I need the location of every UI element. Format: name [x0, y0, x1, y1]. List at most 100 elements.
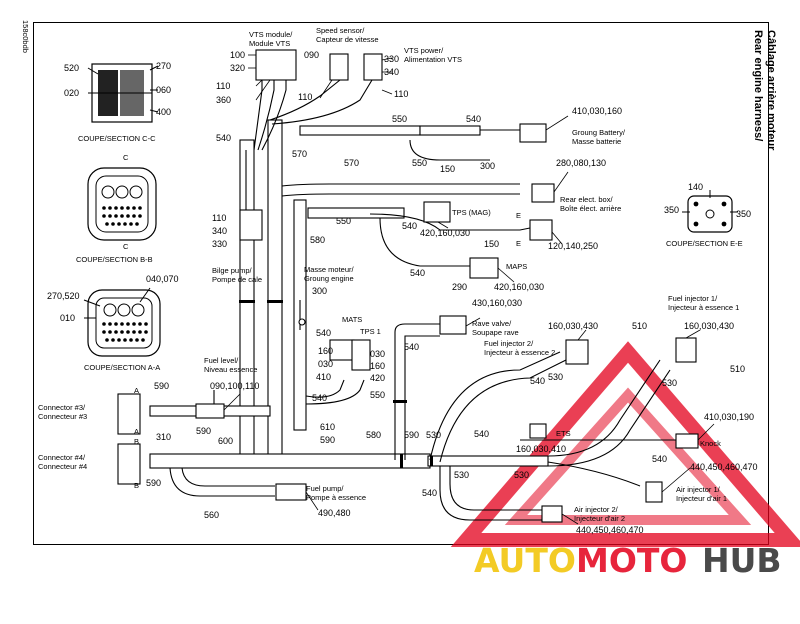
ground-engine-label-fr: Groung engine: [304, 274, 354, 283]
label-420-160-030-tps: 420,160,030: [420, 228, 470, 238]
label-280-080-130: 280,080,130: [556, 158, 606, 168]
label-150-box: 150: [484, 239, 499, 249]
title-line-2: Câblage arrière moteur: [765, 30, 777, 151]
label-290: 290: [452, 282, 467, 292]
watermark-part-2: MOTO: [576, 541, 687, 580]
ets-label: ETS: [556, 429, 571, 438]
label-540-lower: 540: [312, 393, 327, 403]
label-530-inj2: 530: [548, 372, 563, 382]
section-aa-view: [83, 287, 161, 357]
section-letter-a-bottom: A: [134, 427, 139, 436]
label-320: 320: [230, 63, 245, 73]
section-letter-c-top: C: [123, 153, 129, 162]
label-270-520: 270,520: [47, 291, 80, 301]
speed-sensor-label-fr: Capteur de vitesse: [316, 35, 379, 44]
section-ee-label: COUPE/SECTION E-E: [666, 239, 743, 248]
label-540-inj2: 540: [530, 376, 545, 386]
label-160-030-430-inj1: 160,030,430: [684, 321, 734, 331]
label-490-480: 490,480: [318, 508, 351, 518]
label-440-450-460-470-b: 440,450,460,470: [576, 525, 644, 535]
label-160-030-410: 160,030,410: [516, 444, 566, 454]
label-590-c3: 590: [154, 381, 169, 391]
label-580-vertical: 580: [310, 235, 325, 245]
label-100: 100: [230, 50, 245, 60]
label-520: 520: [64, 63, 79, 73]
label-610: 610: [320, 422, 335, 432]
air-injector2-label: Air injector 2/: [574, 505, 619, 514]
section-letter-e-top: E: [516, 211, 521, 220]
fuel-injector1-label: Fuel injector 1/: [668, 294, 718, 303]
fuel-injector2-label-fr: Injecteur à essence 2: [484, 348, 555, 357]
connector4-label-fr: Connecteur #4: [38, 462, 87, 471]
section-letter-b-bottom: B: [134, 481, 139, 490]
label-150-top: 150: [440, 164, 455, 174]
label-580-bottom: 580: [366, 430, 381, 440]
vts-power-label: VTS power/: [404, 46, 444, 55]
ground-engine-label: Masse moteur/: [304, 265, 355, 274]
label-120-140-250: 120,140,250: [548, 241, 598, 251]
label-leaders: [223, 54, 715, 525]
label-340-vts: 340: [384, 67, 399, 77]
watermark-part-3: HUB: [702, 541, 782, 580]
air-injector1-label-fr: Injecteur d'air 1: [676, 494, 727, 503]
rear-elect-box-label-fr: Boîte élect. arrière: [560, 204, 621, 213]
ground-battery-label-fr: Masse batterie: [572, 137, 621, 146]
label-410-mats: 410: [316, 372, 331, 382]
rave-valve-label-fr: Soupape rave: [472, 328, 519, 337]
label-410-030-190: 410,030,190: [704, 412, 754, 422]
label-510-inj1: 510: [730, 364, 745, 374]
label-510-inj2: 510: [632, 321, 647, 331]
fuel-pump-label: Fuel pump/: [306, 484, 344, 493]
section-bb-label: COUPE/SECTION B-B: [76, 255, 153, 264]
label-330-bilge: 330: [212, 239, 227, 249]
label-110-power: 110: [394, 89, 408, 99]
tps1-label: TPS 1: [360, 327, 381, 336]
tps-mag-label: TPS (MAG): [452, 208, 491, 217]
label-400: 400: [156, 107, 171, 117]
bilge-pump-label-fr: Pompe de cale: [212, 275, 262, 284]
label-550-tps: 550: [336, 216, 351, 226]
fuel-pump-label-fr: Pompe à essence: [306, 493, 366, 502]
label-340-bilge: 340: [212, 226, 227, 236]
vts-module-label: VTS module/: [249, 30, 293, 39]
air-injector1-label: Air injector 1/: [676, 485, 721, 494]
connector3-label-fr: Connecteur #3: [38, 412, 87, 421]
label-540-maps: 540: [410, 268, 425, 278]
label-540-rave: 540: [404, 342, 419, 352]
label-540-bottom-left: 540: [422, 488, 437, 498]
connector3-label: Connector #3/: [38, 403, 86, 412]
label-090: 090: [304, 50, 319, 60]
label-420-160-030-maps: 420,160,030: [494, 282, 544, 292]
label-160-mats: 160: [318, 346, 333, 356]
label-030-mats: 030: [318, 359, 333, 369]
watermark-triangle: [450, 341, 800, 547]
ground-battery-label: Groung Battery/: [572, 128, 626, 137]
bundle-ties: [239, 300, 433, 468]
label-540-top: 540: [466, 114, 481, 124]
label-140: 140: [688, 182, 703, 192]
label-030-tps1: 030: [370, 349, 385, 359]
label-530-bottom: 530: [426, 430, 441, 440]
label-040-070: 040,070: [146, 274, 179, 284]
section-cc-view: [87, 63, 159, 123]
label-300-top: 300: [480, 161, 495, 171]
section-bb-view: [87, 167, 157, 241]
air-injector2-label-fr: Injecteur d'air 2: [574, 514, 625, 523]
vts-module-label-fr: Module VTS: [249, 39, 290, 48]
label-590-c4: 590: [146, 478, 161, 488]
label-110-vts: 110: [216, 81, 230, 91]
fuel-level-label-fr: Niveau essence: [204, 365, 257, 374]
fuel-injector1-label-fr: Injecteur à essence 1: [668, 303, 739, 312]
fuel-level-label: Fuel level/: [204, 356, 239, 365]
connector4-label: Connector #4/: [38, 453, 86, 462]
label-600: 600: [218, 436, 233, 446]
knock-label: Knock: [700, 439, 721, 448]
label-540-tps: 540: [402, 221, 417, 231]
label-530-ets2: 530: [514, 470, 529, 480]
section-letter-b-top: B: [134, 437, 139, 446]
section-letter-c-bottom: C: [123, 242, 129, 251]
mats-label: MATS: [342, 315, 362, 324]
label-550-tps1: 550: [370, 390, 385, 400]
label-540-mats: 540: [316, 328, 331, 338]
